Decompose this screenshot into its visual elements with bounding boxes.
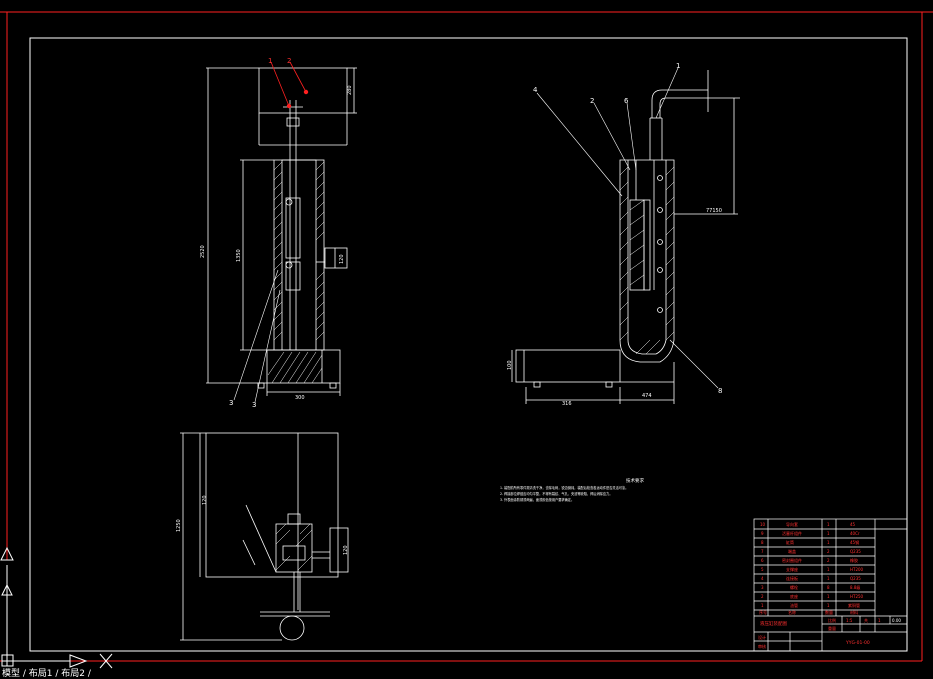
weight-label: 重量	[828, 625, 836, 631]
dim-flange: 77150	[706, 208, 722, 214]
layout-tabs-bar[interactable]: 模型 / 布局1 / 布局2 /	[0, 669, 933, 679]
row-no-9: 9	[761, 531, 764, 536]
row-name-7: 端盖	[788, 548, 796, 554]
outer-frame	[0, 11, 933, 662]
checker-label: 审核	[758, 643, 766, 649]
dim-bottom-total: 316	[562, 401, 572, 407]
dim-plan-side: 120	[343, 545, 349, 555]
row-no-7: 7	[761, 549, 764, 554]
dim-column: 1350	[236, 249, 242, 262]
header-no: 序号	[759, 609, 767, 615]
balloon-side-4: 4	[533, 86, 538, 94]
drawing-title: 液压缸装配图	[760, 620, 787, 627]
dim-bottom-part: 474	[642, 393, 652, 399]
dim-top-box: 280	[347, 85, 353, 95]
row-qty-7: 2	[827, 549, 830, 554]
dim-overall-height: 2520	[200, 245, 206, 258]
notes-line-2: 2. 焊接部位焊缝应均匀平整，不得有裂纹、气孔、夹渣等缺陷，焊后消除应力。	[500, 491, 612, 496]
row-name-6: 密封圈组件	[782, 557, 802, 563]
row-name-1: 油管	[790, 602, 798, 608]
row-no-2: 2	[761, 594, 764, 599]
layout-tabs-text[interactable]: 模型 / 布局1 / 布局2 /	[2, 669, 91, 679]
notes-heading: 技术要求	[626, 477, 644, 484]
header-qty: 数量	[825, 609, 833, 615]
dim-base-height: 100	[507, 360, 513, 370]
row-name-10: 导向套	[786, 521, 798, 527]
row-mat-9: 40Cr	[850, 531, 860, 536]
plan-view	[180, 432, 349, 641]
row-no-4: 4	[761, 576, 764, 581]
scale-label: 比例	[828, 617, 836, 623]
row-mat-8: 45钢	[850, 539, 859, 545]
row-no-5: 5	[761, 567, 764, 572]
row-no-8: 8	[761, 540, 764, 545]
front-view	[206, 67, 357, 396]
row-qty-5: 1	[827, 567, 830, 572]
row-qty-6: 2	[827, 558, 830, 563]
scale-value: 1:5	[846, 618, 853, 623]
title-block	[753, 518, 908, 652]
balloon-side-2: 2	[590, 97, 594, 105]
title-block-rows: 10 导向套 1 45 9 活塞杆组件 1 40Cr 8 缸筒 1 45钢 7 …	[758, 521, 901, 649]
row-qty-10: 1	[827, 522, 830, 527]
plan-view-hatch	[275, 523, 313, 571]
dim-plan-height: 1250	[176, 519, 182, 532]
row-qty-2: 1	[827, 594, 830, 599]
page-code: 0.00	[892, 618, 901, 623]
balloon-side-8: 8	[718, 387, 722, 395]
front-view-leaders	[270, 61, 309, 109]
header-mat: 材料	[850, 609, 858, 615]
sheet-label: 共	[864, 617, 868, 623]
row-qty-3: 8	[827, 585, 830, 590]
row-qty-9: 1	[827, 531, 830, 536]
header-name: 名称	[788, 609, 796, 615]
row-no-6: 6	[761, 558, 764, 563]
row-qty-4: 1	[827, 576, 830, 581]
notes-line-3: 3. 外表面涂防锈漆两遍，面漆颜色按用户要求确定。	[500, 497, 574, 502]
balloon-front-3b: 3	[252, 401, 256, 409]
ucs-axis-icon	[0, 546, 113, 669]
balloon-front-2: 2	[287, 57, 291, 65]
front-view-leaders-white	[233, 269, 281, 403]
dim-base-width: 300	[295, 395, 305, 401]
balloon-side-1: 1	[676, 62, 680, 70]
row-name-2: 底座	[790, 593, 798, 599]
drawing-border	[29, 37, 908, 652]
front-view-hatch	[267, 161, 325, 384]
row-mat-5: HT200	[850, 567, 864, 572]
designer-label: 设计	[758, 634, 766, 640]
row-mat-3: 8.8级	[850, 584, 860, 590]
balloon-front-3a: 3	[229, 399, 233, 407]
row-no-10: 10	[760, 522, 766, 527]
side-view-hatch	[619, 166, 675, 355]
sheet-value: 1	[878, 618, 881, 623]
row-mat-6: 橡胶	[850, 557, 858, 563]
drawing-number: YYG-01-00	[845, 640, 870, 646]
notes-line-1: 1. 装配前所有零件需清洗干净，去除毛刺，锐边倒钝，装配后检查各运动件是否灵活可…	[500, 485, 628, 490]
row-name-8: 缸筒	[786, 539, 794, 545]
dim-right-side: 120	[339, 254, 345, 264]
row-mat-10: 45	[850, 522, 856, 527]
side-view-leaders	[536, 67, 719, 389]
balloon-side-6: 6	[624, 97, 629, 105]
dim-plan-inner: 120	[202, 495, 208, 505]
row-no-1: 1	[761, 603, 764, 608]
row-mat-4: Q235	[850, 576, 861, 581]
row-mat-2: HT250	[850, 594, 864, 599]
row-name-5: 支撑座	[786, 566, 798, 572]
balloon-front-1: 1	[268, 57, 272, 65]
row-name-9: 活塞杆组件	[782, 530, 802, 536]
row-name-4: 连接板	[786, 575, 798, 581]
row-no-3: 3	[761, 585, 764, 590]
row-name-3: 螺栓	[790, 584, 798, 590]
row-mat-7: Q235	[850, 549, 861, 554]
side-view	[511, 70, 740, 404]
row-qty-1: 1	[827, 603, 830, 608]
row-qty-8: 1	[827, 540, 830, 545]
row-mat-1: 紫铜管	[848, 602, 860, 608]
